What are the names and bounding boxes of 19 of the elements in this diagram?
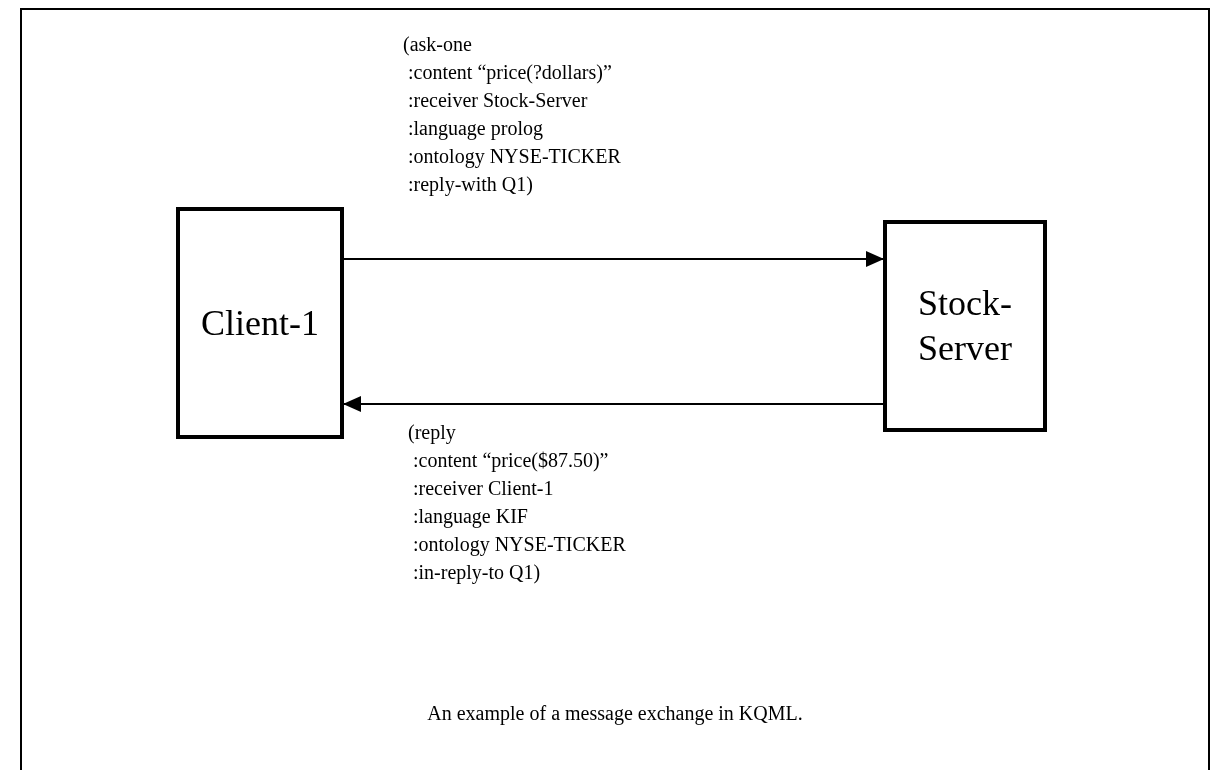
- message-parameter: :ontology NYSE-TICKER: [413, 533, 626, 555]
- message-parameter: :receiver Client-1: [413, 477, 554, 499]
- agent-name: Client-1: [201, 301, 319, 345]
- message-parameter: :ontology NYSE-TICKER: [408, 145, 621, 167]
- message-parameter: :language KIF: [413, 505, 528, 527]
- agent-box: [176, 207, 344, 439]
- message-type: (ask-one: [403, 33, 472, 55]
- message-arrow: [343, 396, 884, 412]
- message-parameter: :receiver Stock-Server: [408, 89, 588, 111]
- caption: An example of a message exchange in KQML.: [427, 702, 803, 724]
- message-parameter: :content “price($87.50)”: [413, 449, 609, 471]
- message-parameter: :content “price(?dollars)”: [408, 61, 612, 83]
- message-parameter: :in-reply-to Q1): [413, 561, 541, 583]
- agent-name: Stock-Server: [917, 282, 1013, 370]
- message-type: (reply: [408, 421, 456, 443]
- agent-box: [883, 220, 1047, 432]
- message-arrow: [343, 251, 884, 267]
- message-parameter: :reply-with Q1): [408, 173, 533, 195]
- message-parameter: :language prolog: [408, 117, 543, 139]
